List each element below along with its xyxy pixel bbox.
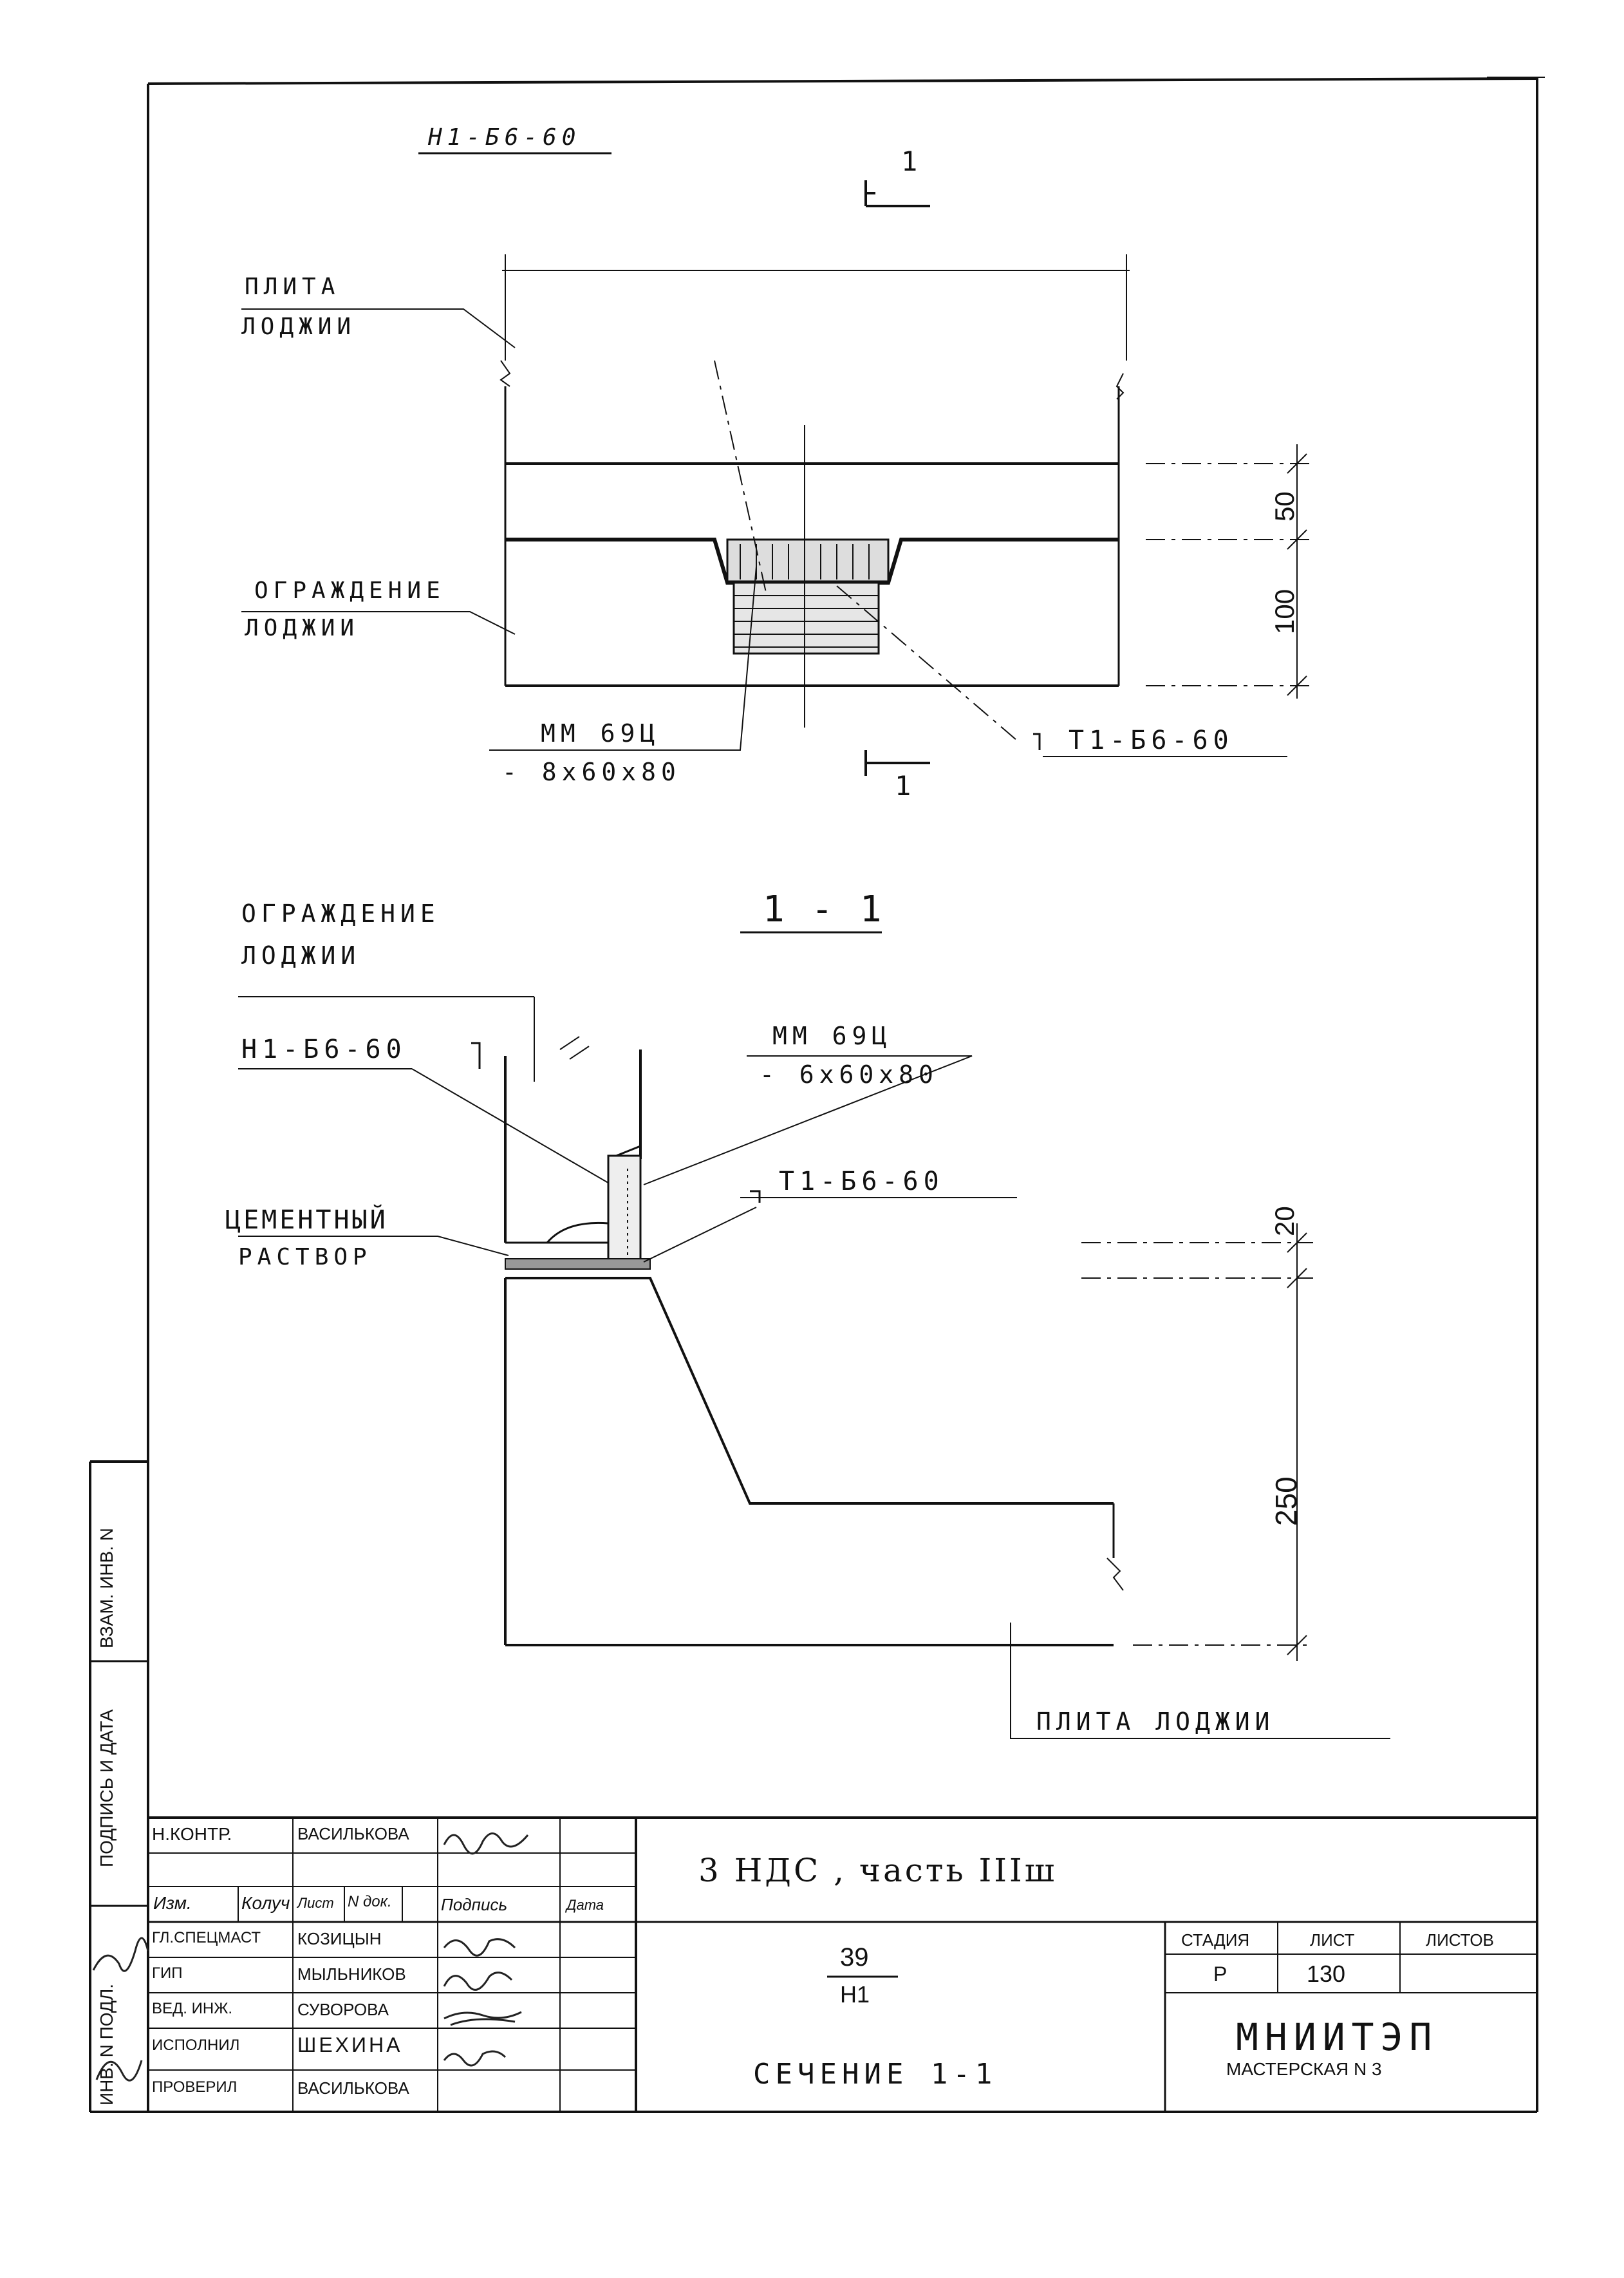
section-cement-1: ЦЕМЕНТНЫЙ bbox=[225, 1205, 388, 1235]
plan-section-mark-bottom: 1 bbox=[895, 770, 917, 802]
tb-name-2: МЫЛЬНИКОВ bbox=[297, 1964, 406, 1984]
section-plate-label-1: ММ 69Ц bbox=[772, 1022, 892, 1050]
plan-plate-label-1: ММ 69Ц bbox=[541, 719, 660, 748]
tb-stage: Р bbox=[1213, 1963, 1227, 1986]
stamp-inv: ИНВ. N ПОДЛ. bbox=[97, 1984, 117, 2105]
section-t-mark: Т1-Б6-60 bbox=[779, 1167, 944, 1196]
plan-mark: Н1-Б6-60 bbox=[428, 124, 581, 151]
section-view bbox=[238, 931, 1390, 1739]
plan-slab-label-1: ПЛИТА bbox=[245, 274, 341, 300]
tb-project: 3 НДС , часть IIIш bbox=[698, 1852, 1058, 1889]
title-block-grid bbox=[148, 1816, 1537, 2112]
tb-h-podpis: Подпись bbox=[441, 1895, 508, 1914]
tb-stage-h: СТАДИЯ bbox=[1181, 1930, 1250, 1950]
plan-plate-label-2: - 8х60х80 bbox=[502, 758, 681, 786]
tb-name-5: ВАСИЛЬКОВА bbox=[297, 2078, 409, 2098]
tb-role-5: ПРОВЕРИЛ bbox=[152, 2078, 238, 2096]
section-title: 1 - 1 bbox=[763, 889, 884, 930]
section-plate-label-2: - 6х60х80 bbox=[760, 1060, 938, 1089]
section-cement-2: РАСТВОР bbox=[238, 1244, 372, 1270]
section-n-mark: Н1-Б6-60 bbox=[241, 1035, 407, 1064]
plan-dim-100: 100 bbox=[1269, 588, 1300, 634]
tb-h-ndok: N док. bbox=[348, 1893, 392, 1910]
tb-org-sub: МАСТЕРСКАЯ N 3 bbox=[1226, 2059, 1382, 2079]
section-slab-label: ПЛИТА ЛОДЖИИ bbox=[1036, 1708, 1275, 1736]
section-fence-label-1: ОГРАЖДЕНИЕ bbox=[241, 899, 440, 928]
plan-view bbox=[241, 152, 1313, 776]
tb-list: 130 bbox=[1307, 1961, 1346, 1987]
tb-h-list: Лист bbox=[297, 1895, 334, 1911]
plan-t-mark: Т1-Б6-60 bbox=[1069, 726, 1234, 755]
stamp-podpis: ПОДПИСЬ И ДАТА bbox=[97, 1709, 117, 1867]
stamp-vzam: ВЗАМ. ИНВ. N bbox=[97, 1527, 117, 1648]
tb-list-h: ЛИСТ bbox=[1310, 1930, 1355, 1950]
plan-dim-50: 50 bbox=[1269, 491, 1300, 522]
signatures bbox=[92, 1832, 529, 2082]
plan-section-mark-top: 1 bbox=[901, 146, 923, 177]
tb-name-1: КОЗИЦЫН bbox=[297, 1929, 382, 1948]
tb-role-1: ГЛ.СПЕЦМАСТ bbox=[152, 1929, 261, 1946]
tb-listov-h: ЛИСТОВ bbox=[1426, 1930, 1494, 1950]
tb-h-data: Дата bbox=[566, 1897, 604, 1913]
section-dim-20: 20 bbox=[1269, 1206, 1300, 1236]
section-fence-label-2: ЛОДЖИИ bbox=[241, 941, 361, 970]
tb-sheet-title: СЕЧЕНИЕ 1-1 bbox=[753, 2058, 998, 2091]
tb-nkontr-name: ВАСИЛЬКОВА bbox=[297, 1824, 409, 1843]
plan-fence-label-1: ОГРАЖДЕНИЕ bbox=[254, 578, 445, 604]
plan-fence-label-2: ЛОДЖИИ bbox=[245, 615, 360, 641]
tb-h-koluch: Колуч bbox=[241, 1893, 290, 1913]
tb-nkontr-role: Н.КОНТР. bbox=[152, 1824, 232, 1844]
tb-name-3: СУВОРОВА bbox=[297, 2000, 389, 2019]
section-dim-250: 250 bbox=[1269, 1476, 1303, 1526]
tb-role-4: ИСПОЛНИЛ bbox=[152, 2037, 240, 2054]
sheet-frame bbox=[89, 77, 1545, 2113]
tb-code-bottom: Н1 bbox=[840, 1981, 870, 2008]
plan-slab-label-2: ЛОДЖИИ bbox=[241, 314, 357, 340]
tb-name-4: ШЕХИНА bbox=[297, 2033, 403, 2057]
tb-code-top: 39 bbox=[840, 1943, 869, 1972]
tb-org: МНИИТЭП bbox=[1236, 2015, 1439, 2059]
tb-h-izm: Изм. bbox=[153, 1893, 192, 1913]
tb-role-2: ГИП bbox=[152, 1964, 183, 1982]
tb-role-3: ВЕД. ИНЖ. bbox=[152, 2000, 233, 2017]
